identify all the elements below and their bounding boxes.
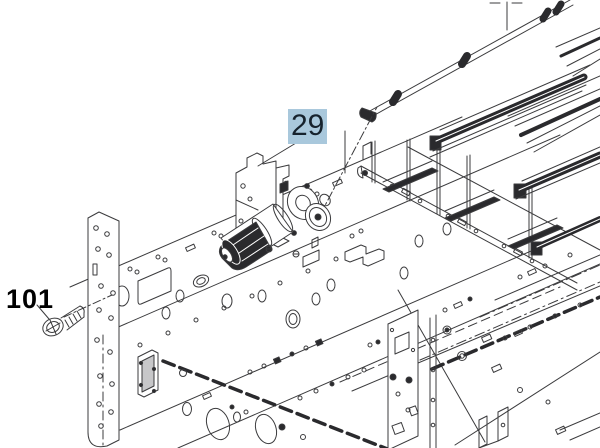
leader-lines [37, 143, 296, 319]
mounting-screw [40, 306, 84, 339]
motor-assembly [218, 153, 335, 270]
upper-rail-frame [358, 28, 600, 290]
frame-floor-details [138, 245, 582, 448]
callout-29[interactable]: 29 [288, 109, 328, 144]
callout-101[interactable]: 101 [6, 284, 55, 314]
leader-101 [37, 305, 49, 319]
side-plate [88, 212, 119, 448]
drive-shaft [360, 0, 573, 122]
leader-29 [258, 143, 296, 166]
